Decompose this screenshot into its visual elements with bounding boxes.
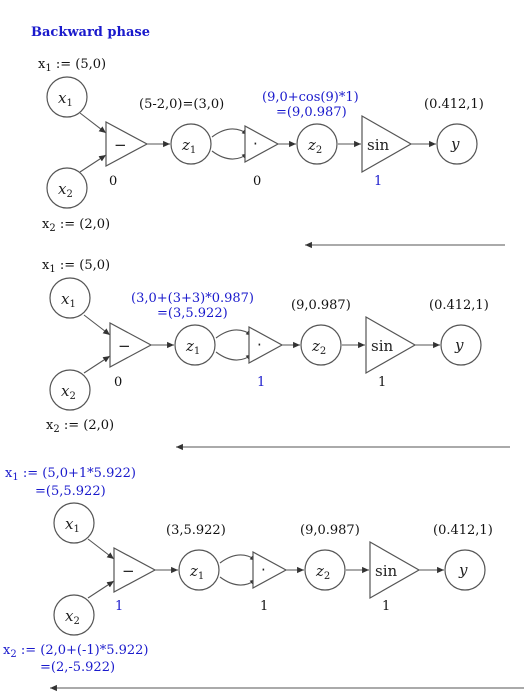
dot-node: · [252, 550, 288, 590]
sin-gradient: 1 [374, 174, 382, 189]
x1-assignment: x1 := (5,0) [38, 57, 106, 74]
svg-text:z1: z1 [181, 136, 196, 156]
svg-text:·: · [253, 135, 258, 153]
sin-gradient: 1 [378, 375, 386, 390]
x2-assignment-line2: =(2,-5.922) [40, 660, 115, 675]
z1-value-label: (5-2,0)=(3,0) [139, 97, 224, 112]
dot-node: · [248, 325, 284, 365]
svg-text:y: y [458, 561, 468, 579]
svg-text:−: − [118, 337, 131, 355]
sin-node: sin [369, 540, 421, 600]
svg-text:z1: z1 [185, 337, 200, 357]
dot-gradient: 1 [257, 375, 265, 390]
dot-gradient: 0 [253, 174, 261, 189]
x2-node: x2 [46, 167, 88, 209]
y-node: y [440, 324, 482, 366]
x1-node: x1 [46, 76, 88, 118]
z1-value-label-line1: (3,0+(3+3)*0.987) [131, 291, 254, 306]
svg-text:z2: z2 [315, 562, 330, 582]
minus-gradient: 0 [114, 375, 122, 390]
svg-text:x1: x1 [61, 290, 76, 310]
svg-text:sin: sin [371, 337, 393, 355]
panel-2: x1 := (5,0) x2 := (2,0) (3,0+(3+3)*0.987… [42, 258, 510, 451]
dot-node: · [244, 124, 280, 164]
x2-node: x2 [49, 369, 91, 411]
z1-node: z1 [170, 123, 212, 165]
z2-value-label-line1: (9,0+cos(9)*1) [262, 90, 359, 105]
y-node: y [444, 549, 486, 591]
z1-value-label: (3,5.922) [166, 523, 226, 538]
y-node: y [436, 123, 478, 165]
x2-node: x2 [53, 594, 95, 636]
svg-text:y: y [454, 336, 464, 354]
z1-value-label-line2: =(3,5.922) [157, 306, 228, 321]
minus-gradient: 1 [115, 599, 123, 614]
svg-text:·: · [261, 561, 266, 579]
x2-assignment: x2 := (2,0) [42, 217, 110, 234]
x1-assignment: x1 := (5,0) [42, 258, 110, 275]
z1-node: z1 [178, 549, 220, 591]
z2-node: z2 [296, 123, 338, 165]
x1-assignment-line1: x1 := (5,0+1*5.922) [5, 466, 136, 483]
svg-text:z2: z2 [307, 136, 322, 156]
svg-text:sin: sin [375, 562, 397, 580]
svg-text:x1: x1 [58, 89, 73, 109]
panel-1: x1 := (5,0) x2 := (2,0) (5-2,0)=(3,0) (9… [38, 57, 505, 249]
svg-text:x2: x2 [65, 607, 80, 627]
x2-assignment: x2 := (2,0) [46, 418, 114, 435]
svg-text:x2: x2 [61, 382, 76, 402]
svg-text:x2: x2 [58, 180, 73, 200]
svg-text:x1: x1 [65, 515, 80, 535]
dot-gradient: 1 [260, 599, 268, 614]
x1-assignment-line2: =(5,5.922) [35, 484, 106, 499]
z2-value-label-line2: =(9,0.987) [276, 105, 347, 120]
panel-3: x1 := (5,0+1*5.922) =(5,5.922) x2 := (2,… [3, 466, 524, 692]
x1-node: x1 [49, 277, 91, 319]
y-value-label: (0.412,1) [424, 97, 484, 112]
svg-text:−: − [114, 136, 127, 154]
x2-assignment-line1: x2 := (2,0+(-1)*5.922) [3, 643, 149, 660]
svg-text:−: − [122, 562, 135, 580]
minus-node: − [109, 321, 153, 369]
svg-text:·: · [257, 336, 262, 354]
sin-gradient: 1 [382, 599, 390, 614]
svg-text:z1: z1 [189, 562, 204, 582]
z2-node: z2 [304, 549, 346, 591]
z1-node: z1 [174, 324, 216, 366]
minus-node: − [105, 120, 149, 168]
svg-text:y: y [450, 135, 460, 153]
diagram-title: Backward phase [31, 25, 150, 40]
minus-gradient: 0 [109, 174, 117, 189]
svg-text:z2: z2 [311, 337, 326, 357]
z2-value-label: (9,0.987) [291, 298, 351, 313]
z2-value-label: (9,0.987) [300, 523, 360, 538]
sin-node: sin [361, 114, 413, 174]
y-value-label: (0.412,1) [429, 298, 489, 313]
sin-node: sin [365, 315, 417, 375]
x1-node: x1 [53, 502, 95, 544]
svg-text:sin: sin [367, 136, 389, 154]
y-value-label: (0.412,1) [433, 523, 493, 538]
minus-node: − [113, 546, 157, 594]
z2-node: z2 [300, 324, 342, 366]
